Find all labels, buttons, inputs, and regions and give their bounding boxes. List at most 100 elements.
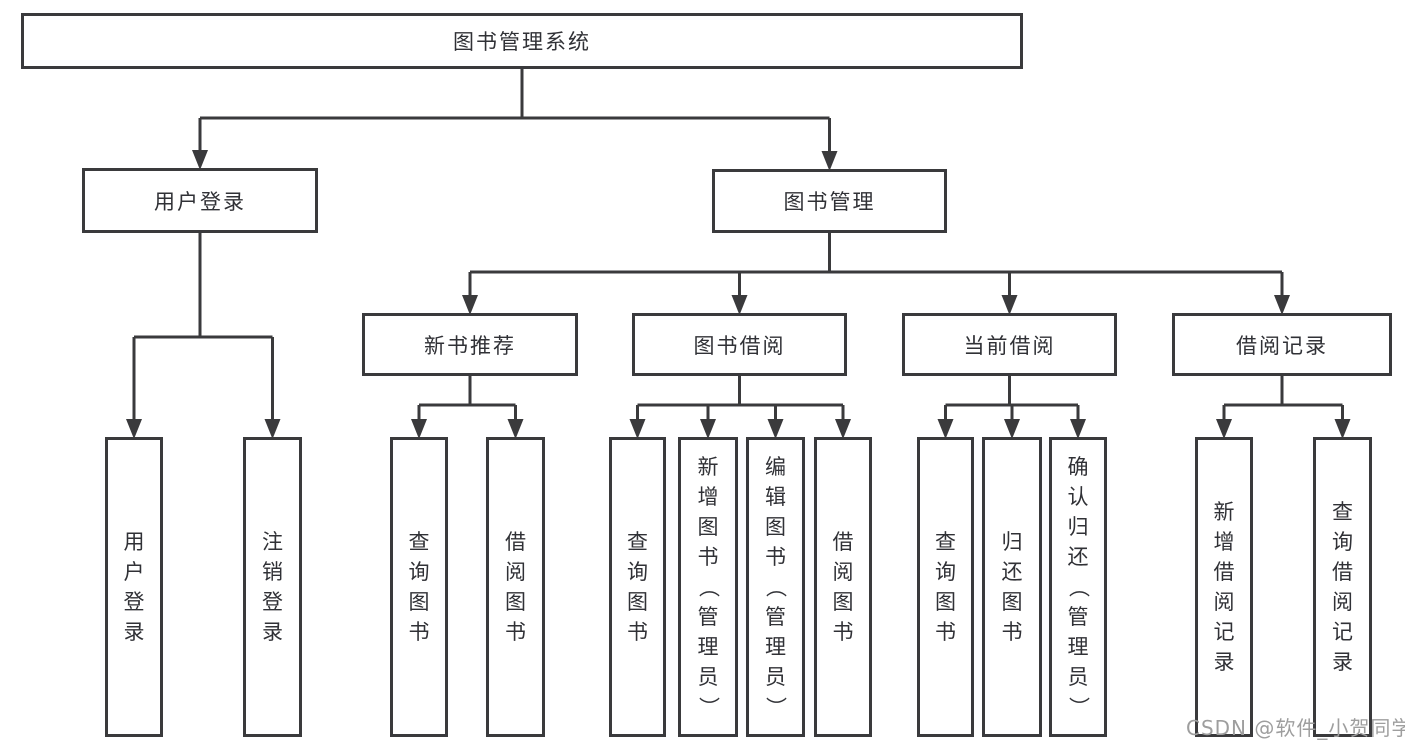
vertical-label-char: 增: [1213, 530, 1235, 554]
diagram-node-cb-return: 归还图书: [982, 437, 1042, 737]
vertical-label-char: 认: [1067, 485, 1089, 509]
vertical-label-char: 录: [1332, 650, 1353, 674]
vertical-label-char: 新: [1213, 500, 1235, 524]
arrowhead-icon: [937, 419, 954, 439]
diagram-node-user-login: 用户登录: [82, 168, 318, 233]
diagram-node-br-add: 新增借阅记录: [1195, 437, 1253, 737]
vertical-label-char: 图: [832, 590, 854, 614]
arrowhead-icon: [700, 419, 716, 439]
vertical-label-char: 注: [262, 530, 283, 554]
diagram-node-bb-edit: 编辑图书（管理员）: [746, 437, 805, 737]
vertical-label-char: 员: [765, 665, 786, 689]
vertical-label-char: ）: [1066, 696, 1090, 718]
vertical-label-char: 查: [935, 530, 956, 554]
arrowhead-icon: [1216, 419, 1232, 439]
diagram-node-book-borrow: 图书借阅: [632, 313, 847, 376]
vertical-label-char: 户: [123, 560, 145, 584]
diagram-node-current-borrow: 当前借阅: [902, 313, 1117, 376]
vertical-label-char: 登: [123, 590, 145, 614]
vertical-label-char: 记: [1213, 620, 1235, 644]
vertical-label-char: 员: [697, 665, 719, 689]
vertical-label-char: 新: [697, 455, 719, 479]
vertical-label-char: 阅: [832, 560, 854, 584]
vertical-label-char: 询: [627, 560, 648, 584]
vertical-label-char: 阅: [1213, 590, 1235, 614]
diagram-node-bb-add: 新增图书 （ 管理员 ）: [678, 437, 738, 737]
diagram-node-book-mgmt: 图书管理: [712, 169, 947, 233]
vertical-label-char: （: [763, 576, 788, 598]
vertical-label-char: 确: [1067, 455, 1089, 479]
vertical-label-char: 借: [832, 530, 854, 554]
diagram-node-login: 用户登录: [105, 437, 163, 737]
watermark: CSDN @软件_小贺同学: [1186, 716, 1405, 740]
vertical-label-char: 询: [408, 560, 430, 584]
arrowhead-icon: [767, 419, 784, 439]
arrowhead-icon: [821, 151, 838, 171]
arrowhead-icon: [1070, 419, 1086, 439]
vertical-label-char: 阅: [1332, 590, 1353, 614]
vertical-label-char: 录: [123, 620, 145, 644]
diagram-node-br-query: 查询借阅记录: [1313, 437, 1372, 737]
arrowhead-icon: [126, 419, 142, 439]
vertical-label-char: 图: [505, 590, 526, 614]
vertical-label-char: 询: [1332, 530, 1353, 554]
vertical-label-char: 管: [697, 605, 719, 629]
vertical-label-char: 用: [123, 530, 145, 554]
arrowhead-icon: [1334, 419, 1351, 439]
diagram-node-bb-query: 查询图书: [609, 437, 666, 737]
vertical-label-char: 图: [1001, 590, 1023, 614]
vertical-label-char: 书: [765, 545, 786, 569]
diagram-node-bb-borrow: 借阅图书: [814, 437, 872, 737]
arrowhead-icon: [411, 419, 427, 439]
vertical-label-char: 录: [262, 620, 283, 644]
vertical-label-char: 登: [262, 590, 283, 614]
vertical-label-char: 借: [1332, 560, 1353, 584]
vertical-label-char: 书: [627, 620, 648, 644]
arrowhead-icon: [629, 419, 646, 439]
diagram-node-cb-query: 查询图书: [917, 437, 974, 737]
vertical-label-char: 辑: [765, 485, 786, 509]
vertical-label-char: 查: [1332, 500, 1353, 524]
vertical-label-char: 阅: [505, 560, 526, 584]
arrowhead-icon: [731, 295, 748, 315]
diagram-node-cb-confirm: 确认归还（管理员）: [1049, 437, 1107, 737]
arrowhead-icon: [192, 150, 208, 170]
vertical-label-char: 记: [1332, 620, 1353, 644]
vertical-label-char: （: [1066, 576, 1090, 598]
vertical-label-char: 书: [935, 620, 956, 644]
vertical-label-char: 图: [627, 590, 648, 614]
arrowhead-icon: [507, 419, 524, 439]
vertical-label-char: 归: [1067, 515, 1089, 539]
vertical-label-char: 增: [697, 485, 719, 509]
diagram-node-borrow-records: 借阅记录: [1172, 313, 1392, 376]
diagram-node-new-book-rec: 新书推荐: [362, 313, 578, 376]
vertical-label-char: 书: [697, 545, 719, 569]
vertical-label-char: ）: [696, 696, 720, 718]
vertical-label-char: 还: [1067, 545, 1089, 569]
vertical-label-char: 图: [765, 515, 786, 539]
vertical-label-char: 图: [935, 590, 956, 614]
vertical-label-char: 图: [697, 515, 719, 539]
arrowhead-icon: [462, 295, 478, 315]
vertical-label-char: 图: [408, 590, 430, 614]
vertical-label-char: （: [696, 576, 720, 598]
diagram-node-logout: 注销登录: [243, 437, 302, 737]
arrowhead-icon: [264, 419, 281, 439]
vertical-label-char: 查: [408, 530, 430, 554]
vertical-label-char: 借: [505, 530, 526, 554]
vertical-label-char: 销: [262, 560, 283, 584]
vertical-label-char: 询: [935, 560, 956, 584]
vertical-label-char: 理: [697, 635, 719, 659]
vertical-label-char: 管: [765, 605, 786, 629]
vertical-label-char: 借: [1213, 560, 1235, 584]
vertical-label-char: 书: [1001, 620, 1023, 644]
vertical-label-char: 还: [1001, 560, 1023, 584]
vertical-label-char: ）: [763, 696, 788, 718]
arrowhead-icon: [1001, 295, 1018, 315]
arrowhead-icon: [1004, 419, 1020, 439]
arrowhead-icon: [835, 419, 851, 439]
vertical-label-char: 理: [1067, 635, 1089, 659]
diagram-node-rec-query: 查询图书: [390, 437, 448, 737]
vertical-label-char: 归: [1001, 530, 1023, 554]
